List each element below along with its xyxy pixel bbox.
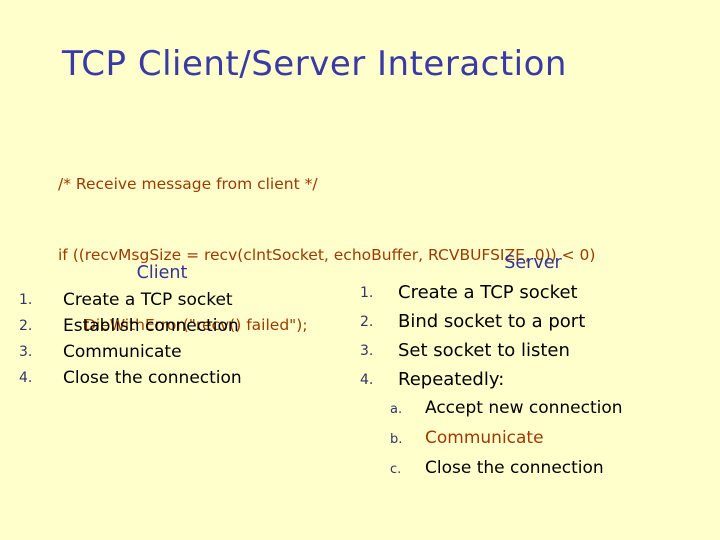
list-item-text: Close the connection xyxy=(63,368,242,388)
list-item-number: 1. xyxy=(19,292,33,308)
code-line-if: if ((recvMsgSize = recv(clntSocket, echo… xyxy=(58,245,596,264)
list-item-number: 2. xyxy=(19,318,33,334)
list-item-number: 3. xyxy=(360,343,374,359)
sub-list-item-letter: b. xyxy=(390,432,403,447)
sub-list-item-text: Accept new connection xyxy=(425,398,623,418)
list-item: 1. Create a TCP socket xyxy=(16,290,308,316)
client-column: Client 1. Create a TCP socket 2. Establi… xyxy=(16,263,308,394)
sub-list-item-text: Close the connection xyxy=(425,458,604,478)
slide-title: TCP Client/Server Interaction xyxy=(62,44,567,84)
list-item: 3. Set socket to listen xyxy=(352,340,714,369)
code-line-error: DieWithError("recv() failed"); xyxy=(84,316,308,334)
list-item: 4. Repeatedly: xyxy=(352,369,714,398)
code-line-comment: /* Receive message from client */ xyxy=(58,175,318,193)
server-substeps-list: a. Accept new connection b. Communicate … xyxy=(352,398,714,488)
list-item-text: Establish connection xyxy=(63,316,239,336)
list-item: 2. Establish connection xyxy=(16,316,308,342)
client-column-header: Client xyxy=(136,263,188,283)
sub-list-item-letter: c. xyxy=(390,462,402,477)
list-item: 1. Create a TCP socket xyxy=(352,282,714,311)
list-item-number: 2. xyxy=(360,314,374,330)
sub-list-item: b. Communicate xyxy=(352,428,714,458)
server-column: Server 1. Create a TCP socket 2. Bind so… xyxy=(352,253,714,488)
list-item-text: Create a TCP socket xyxy=(398,282,578,303)
list-item-number: 4. xyxy=(360,372,374,388)
list-item-text: Communicate xyxy=(63,342,182,362)
list-item: 4. Close the connection xyxy=(16,368,308,394)
server-steps-list: 1. Create a TCP socket 2. Bind socket to… xyxy=(352,282,714,398)
list-item-number: 1. xyxy=(360,285,374,301)
list-item-text: Create a TCP socket xyxy=(63,290,233,310)
code-snippet: /* Receive message from client */ if ((r… xyxy=(58,126,595,385)
client-steps-list: 1. Create a TCP socket 2. Establish conn… xyxy=(16,290,308,394)
list-item-text: Bind socket to a port xyxy=(398,311,586,332)
list-item-text: Set socket to listen xyxy=(398,340,570,361)
list-item: 3. Communicate xyxy=(16,342,308,368)
sub-list-item-text: Communicate xyxy=(425,428,544,448)
list-item-text: Repeatedly: xyxy=(398,369,505,390)
sub-list-item-letter: a. xyxy=(390,402,403,417)
sub-list-item: c. Close the connection xyxy=(352,458,714,488)
list-item: 2. Bind socket to a port xyxy=(352,311,714,340)
list-item-number: 3. xyxy=(19,344,33,360)
sub-list-item: a. Accept new connection xyxy=(352,398,714,428)
list-item-number: 4. xyxy=(19,370,33,386)
server-column-header: Server xyxy=(504,253,562,273)
